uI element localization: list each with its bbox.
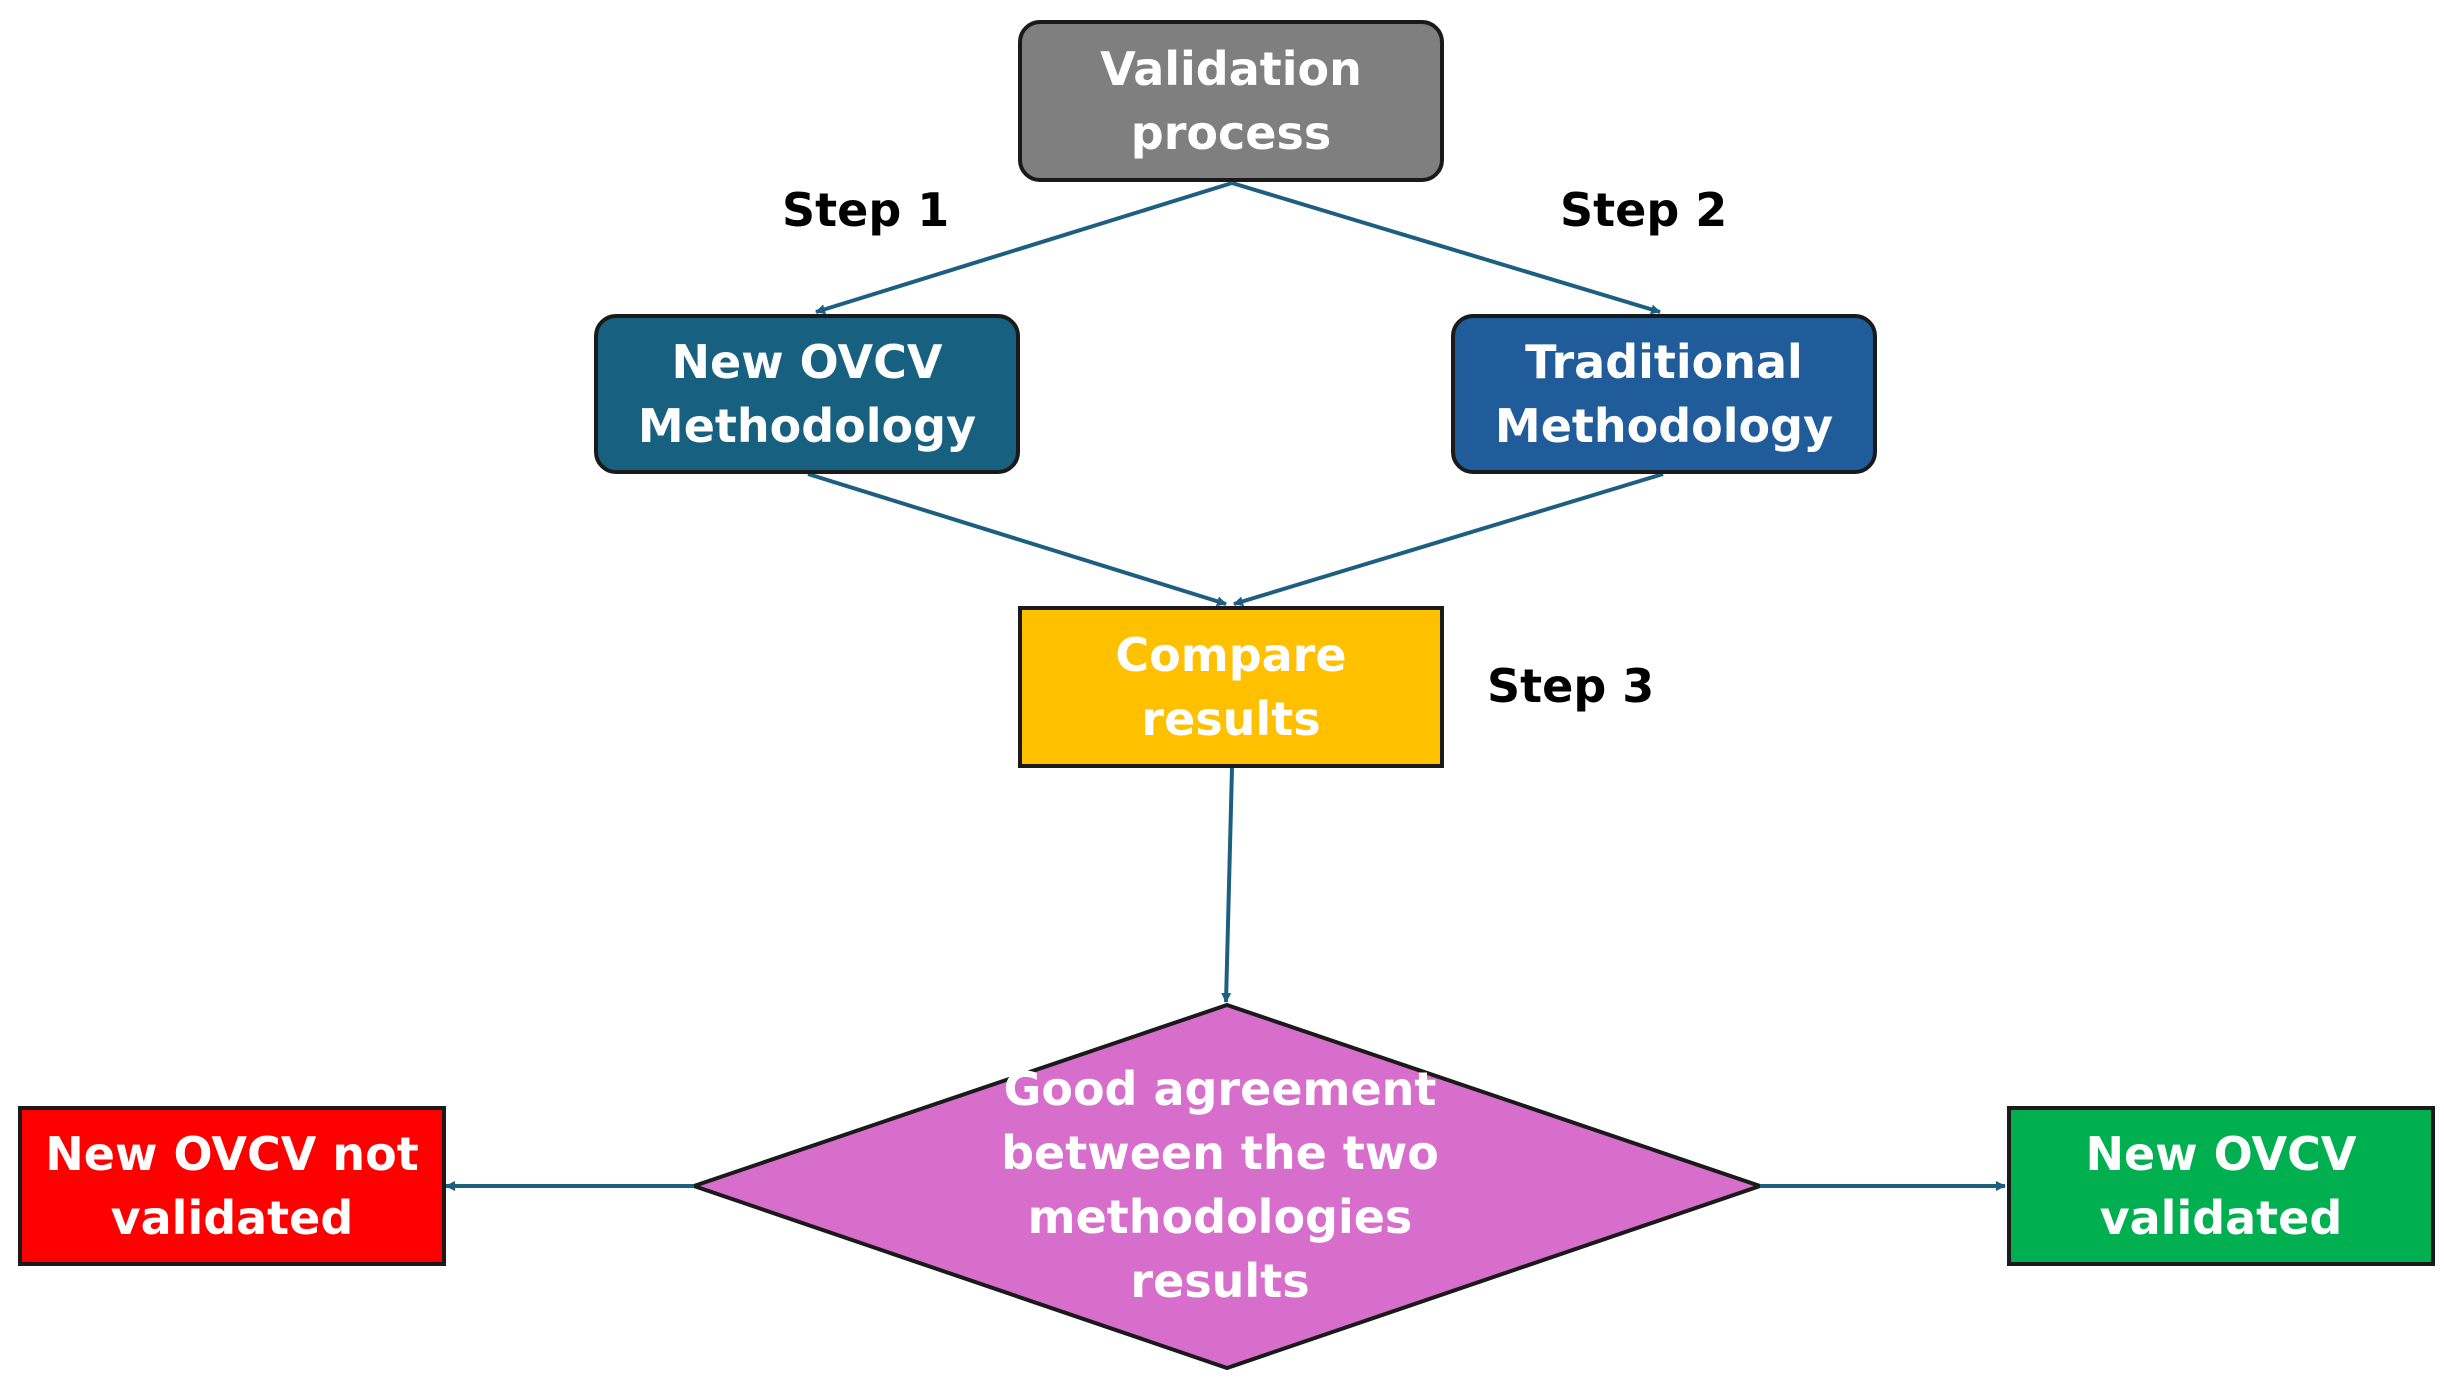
traditional-methodology-node: Traditional Methodology — [1451, 314, 1877, 474]
step-2-label: Step 2 — [1560, 183, 1728, 237]
arrow-validation-to-traditional — [1231, 181, 1661, 315]
decision-diamond — [687, 1002, 1767, 1371]
validation-process-node: Validation process — [1018, 20, 1444, 182]
arrow-new-to-compare — [807, 472, 1227, 607]
arrow-traditional-to-compare — [1233, 472, 1664, 607]
arrow-compare-to-decision — [1221, 767, 1234, 1003]
validated-node: New OVCV validated — [2007, 1106, 2435, 1266]
compare-results-node: Compare results — [1018, 606, 1444, 768]
arrow-validation-to-new — [815, 181, 1233, 315]
step-3-label: Step 3 — [1487, 659, 1655, 713]
not-validated-node: New OVCV not validated — [18, 1106, 446, 1266]
new-ovcv-methodology-node: New OVCV Methodology — [594, 314, 1020, 474]
decision-label: Good agreement between the two methodolo… — [1001, 1062, 1439, 1308]
step-1-label: Step 1 — [782, 183, 950, 237]
